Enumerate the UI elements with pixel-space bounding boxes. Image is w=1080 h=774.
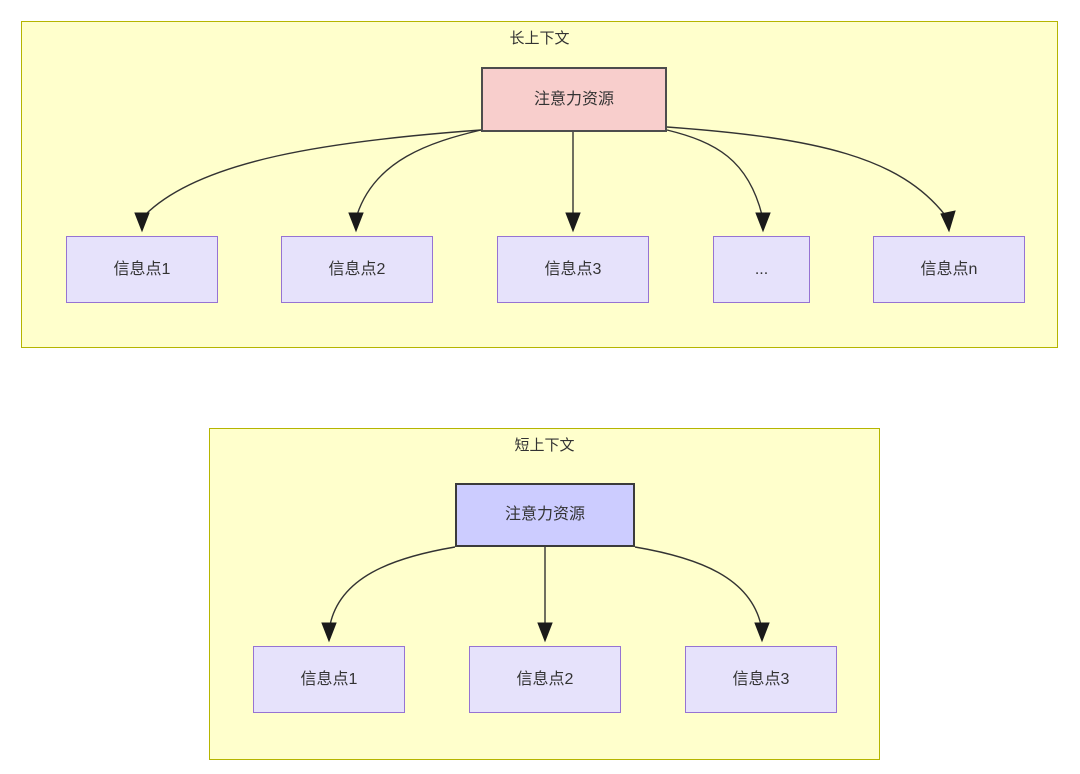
- node-info-point-2-short[interactable]: 信息点2: [469, 646, 621, 713]
- node-info-point-1-long[interactable]: 信息点1: [66, 236, 218, 303]
- node-info-point-3-short[interactable]: 信息点3: [685, 646, 837, 713]
- node-label: ...: [754, 260, 769, 278]
- node-info-point-n-long[interactable]: 信息点n: [873, 236, 1025, 303]
- node-label: 信息点n: [920, 260, 978, 278]
- node-info-point-1-short[interactable]: 信息点1: [253, 646, 405, 713]
- node-info-point-2-long[interactable]: 信息点2: [281, 236, 433, 303]
- panel-short-context-title: 短上下文: [514, 437, 575, 454]
- node-label: 注意力资源: [504, 506, 585, 524]
- node-label: 信息点2: [516, 670, 574, 688]
- node-label: 信息点1: [300, 670, 358, 688]
- node-attention-resource-short[interactable]: 注意力资源: [455, 483, 635, 547]
- node-label: 信息点3: [732, 670, 790, 688]
- node-label: 信息点2: [328, 260, 386, 278]
- node-info-point-ellipsis-long[interactable]: ...: [713, 236, 810, 303]
- panel-long-context-title: 长上下文: [509, 30, 570, 47]
- node-info-point-3-long[interactable]: 信息点3: [497, 236, 649, 303]
- node-label: 信息点1: [113, 260, 171, 278]
- node-label: 信息点3: [544, 260, 602, 278]
- node-label: 注意力资源: [533, 90, 614, 108]
- node-attention-resource-long[interactable]: 注意力资源: [481, 67, 667, 132]
